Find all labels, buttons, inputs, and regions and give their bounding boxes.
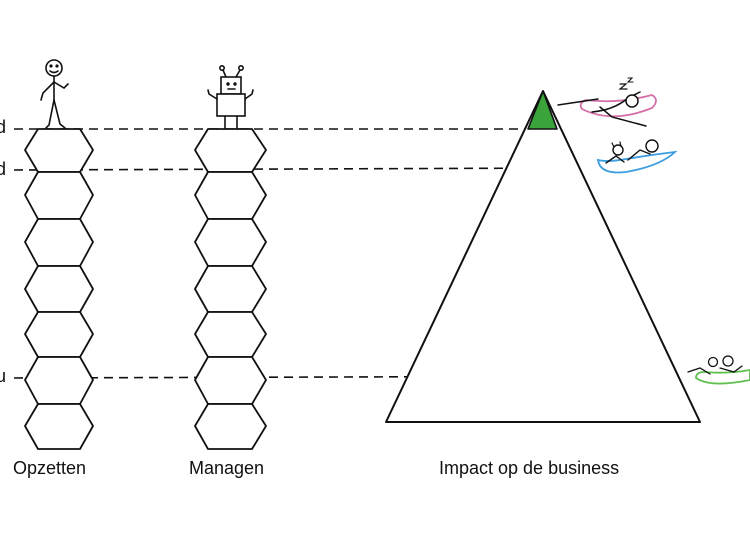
hexagon bbox=[194, 356, 267, 405]
hexagon bbox=[24, 128, 94, 173]
robot-icon bbox=[207, 65, 254, 129]
caption-manage: Managen bbox=[189, 458, 265, 478]
caption-setup: Opzetten bbox=[13, 458, 87, 478]
triangle-outline bbox=[385, 90, 701, 423]
setup-hexagon-stack bbox=[24, 128, 94, 450]
level-line-middle bbox=[13, 167, 571, 171]
people-boat-icon bbox=[687, 355, 750, 385]
hexagon bbox=[24, 171, 94, 220]
edge-label-bottom: u bbox=[0, 366, 7, 386]
hexagon bbox=[194, 403, 267, 450]
impact-triangle bbox=[385, 90, 701, 423]
hexagon bbox=[194, 265, 267, 313]
hexagon bbox=[194, 171, 267, 220]
triangle-peak bbox=[527, 90, 558, 130]
manage-hexagon-stack bbox=[194, 128, 267, 450]
caption-impact: Impact op de business bbox=[439, 458, 620, 478]
hexagon bbox=[194, 128, 267, 173]
stick-figure-icon bbox=[40, 59, 69, 129]
edge-label-top: d bbox=[0, 117, 7, 137]
hexagon bbox=[194, 311, 267, 358]
hexagon bbox=[24, 218, 94, 267]
sleeping-person-boat-icon bbox=[557, 77, 657, 127]
hexagon bbox=[194, 218, 267, 267]
hexagon bbox=[24, 265, 94, 313]
hexagon bbox=[24, 403, 94, 450]
hexagon bbox=[24, 311, 94, 358]
hexagon bbox=[24, 356, 94, 405]
people-boat-icon bbox=[596, 139, 678, 174]
edge-label-middle: d bbox=[0, 159, 7, 179]
